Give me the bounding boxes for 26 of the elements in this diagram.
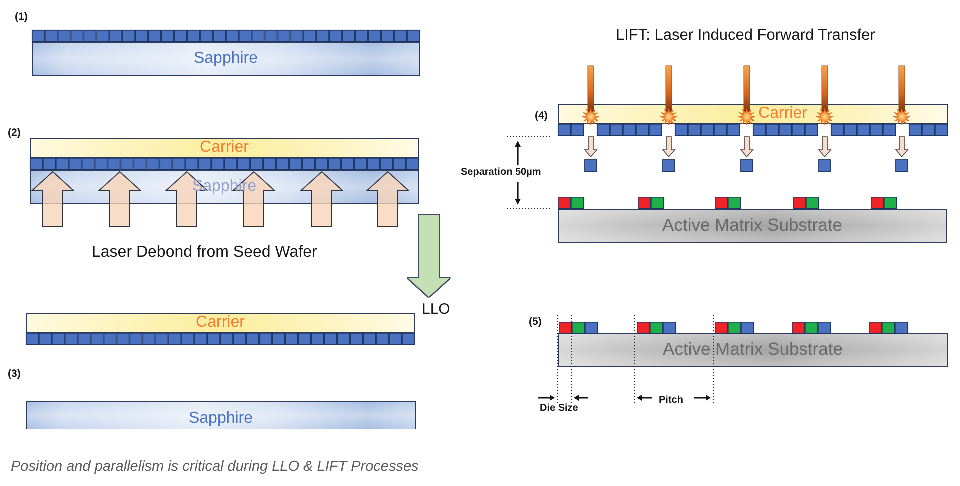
layer-label: Carrier [758, 106, 808, 122]
dimension-label: Pitch [659, 396, 684, 406]
layer-label: Sapphire [188, 410, 254, 426]
section-heading: Laser Debond from Seed Wafer [92, 245, 318, 261]
layer-label: Carrier [196, 315, 245, 331]
layer-label: Active Matrix Substrate [662, 217, 842, 235]
substrate-layer [558, 209, 947, 243]
dimension-label: Separation 50µm [461, 168, 542, 178]
dimension-label: Die Size [540, 404, 578, 414]
carrier-layer [30, 138, 419, 158]
edge-label: LLO [422, 302, 450, 317]
wafer-layer [32, 42, 420, 76]
step-number: (2) [8, 128, 21, 138]
step-number: (1) [15, 12, 28, 22]
step-number: (3) [8, 369, 21, 380]
process-arrow [408, 215, 450, 297]
caption: Position and parallelism is critical during LLO & LIFT Processes [11, 460, 419, 474]
section-heading: LIFT: Laser Induced Forward Transfer [616, 28, 876, 44]
wafer-layer [26, 401, 416, 429]
layer-label: Sapphire [194, 51, 258, 67]
step-number: (5) [529, 317, 542, 328]
carrier-layer [26, 313, 415, 333]
step-number: (4) [535, 111, 548, 122]
layer-label: Carrier [200, 140, 249, 156]
substrate-layer [558, 333, 948, 367]
layer-label: Active Matrix Substrate [663, 341, 843, 359]
